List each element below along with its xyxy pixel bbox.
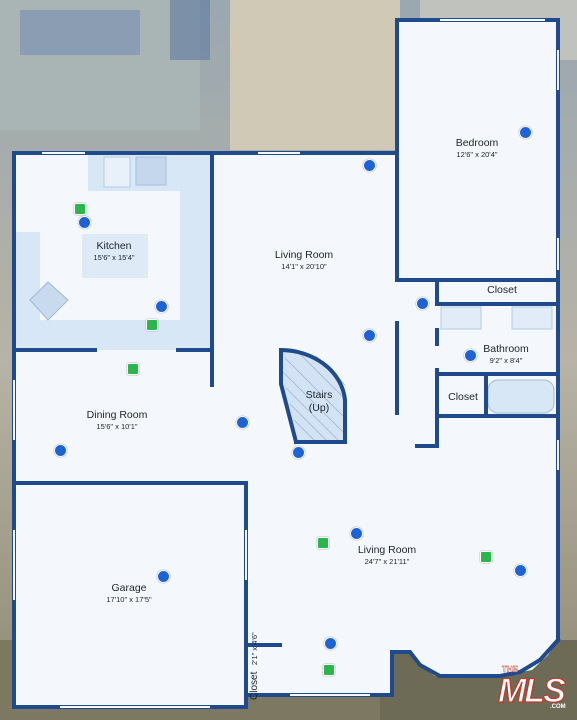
room-name: Closet bbox=[249, 671, 260, 700]
info-marker-icon[interactable] bbox=[349, 526, 363, 540]
info-marker-icon[interactable] bbox=[463, 348, 477, 362]
room-dimensions: 12'6" x 20'4" bbox=[456, 150, 498, 159]
shower bbox=[440, 306, 482, 330]
room-name: Dining Room bbox=[86, 409, 148, 421]
room-name: Bathroom bbox=[483, 343, 529, 355]
room-name: Kitchen bbox=[96, 240, 132, 252]
stairs-name: Stairs bbox=[305, 389, 333, 401]
room-dimensions: 14'1" x 20'10" bbox=[281, 262, 327, 271]
room-dimensions: 2'1" x 4'6" bbox=[250, 632, 259, 666]
kitchen-counter-bottom bbox=[16, 320, 210, 350]
kitchen-counter-left bbox=[16, 232, 40, 347]
info-marker-icon[interactable] bbox=[415, 296, 429, 310]
room-label-bedroom: Bedroom 12'6" x 20'4" bbox=[456, 137, 499, 160]
info-marker-icon[interactable] bbox=[235, 415, 249, 429]
camera-marker-icon[interactable] bbox=[127, 363, 139, 375]
svg-text:.COM: .COM bbox=[550, 704, 566, 710]
camera-marker-icon[interactable] bbox=[74, 203, 86, 215]
room-label-kitchen: Kitchen 15'6" x 15'4" bbox=[93, 240, 134, 263]
room-dimensions: 15'6" x 15'4" bbox=[93, 253, 135, 262]
kitchen-island bbox=[82, 234, 148, 278]
svg-text:MLS: MLS bbox=[498, 672, 566, 710]
room-label-dining-room: Dining Room 15'6" x 10'1" bbox=[87, 409, 148, 432]
kitchen-sink bbox=[135, 156, 167, 186]
room-dimensions: 24'7" x 21'11" bbox=[364, 557, 410, 566]
camera-marker-icon[interactable] bbox=[146, 319, 158, 331]
room-name: Living Room bbox=[274, 249, 334, 261]
room-label-closet-middle: Closet bbox=[448, 391, 478, 403]
info-marker-icon[interactable] bbox=[323, 636, 337, 650]
camera-marker-icon[interactable] bbox=[323, 664, 335, 676]
kitchen-appliance bbox=[103, 156, 131, 188]
info-marker-icon[interactable] bbox=[154, 299, 168, 313]
camera-marker-icon[interactable] bbox=[480, 551, 492, 563]
the-mls-logo: THE MLS .COM bbox=[497, 665, 568, 710]
kitchen-corner-cabinet bbox=[29, 281, 69, 321]
camera-marker-icon[interactable] bbox=[317, 537, 329, 549]
room-dimensions: 15'6" x 10'1" bbox=[96, 422, 138, 431]
stairs-direction: (Up) bbox=[308, 402, 330, 414]
room-label-stairs: Stairs (Up) bbox=[306, 389, 333, 415]
windows bbox=[13, 19, 559, 708]
kitchen-counter-right bbox=[180, 153, 210, 348]
room-name: Garage bbox=[111, 582, 147, 594]
room-name: Bedroom bbox=[455, 137, 499, 149]
info-marker-icon[interactable] bbox=[156, 569, 170, 583]
room-name: Living Room bbox=[357, 544, 417, 556]
room-label-closet-upper: Closet bbox=[487, 284, 517, 296]
info-marker-icon[interactable] bbox=[362, 328, 376, 342]
info-marker-icon[interactable] bbox=[362, 158, 376, 172]
room-label-bathroom: Bathroom 9'2" x 8'4" bbox=[483, 343, 529, 366]
stairs-area bbox=[281, 350, 345, 442]
bathtub bbox=[487, 379, 555, 414]
floor-areas bbox=[14, 20, 558, 707]
room-dimensions: 9'2" x 8'4" bbox=[489, 356, 523, 365]
info-marker-icon[interactable] bbox=[518, 125, 532, 139]
room-dimensions: 17'10" x 17'5" bbox=[106, 595, 152, 604]
vanity bbox=[511, 306, 553, 330]
room-label-closet-small: Closet 2'1" x 4'6" bbox=[249, 632, 260, 700]
stairs-hatch bbox=[282, 353, 346, 443]
svg-text:THE: THE bbox=[502, 665, 519, 674]
info-marker-icon[interactable] bbox=[77, 215, 91, 229]
room-label-garage: Garage 17'10" x 17'5" bbox=[106, 582, 151, 605]
info-marker-icon[interactable] bbox=[53, 443, 67, 457]
room-label-living-room-upper: Living Room 14'1" x 20'10" bbox=[275, 249, 333, 272]
info-marker-icon[interactable] bbox=[513, 563, 527, 577]
info-marker-icon[interactable] bbox=[291, 445, 305, 459]
room-label-living-room-lower: Living Room 24'7" x 21'11" bbox=[358, 544, 416, 567]
